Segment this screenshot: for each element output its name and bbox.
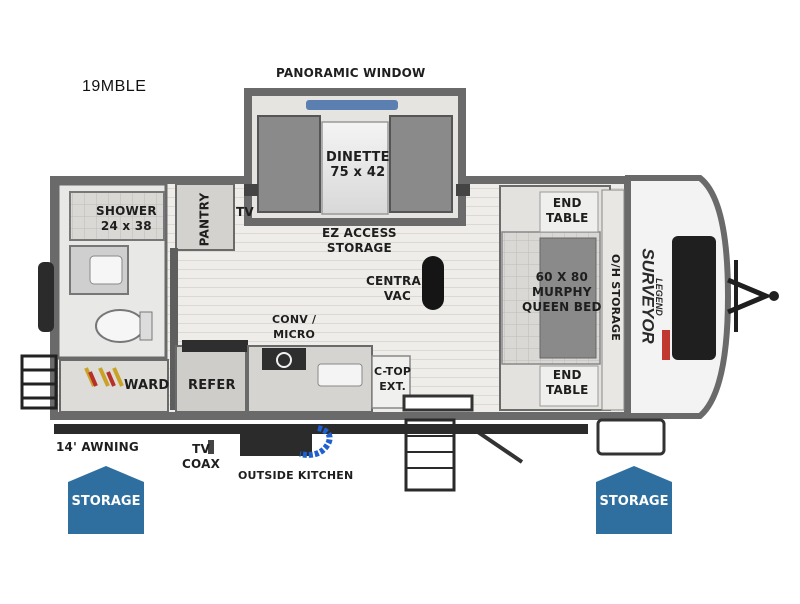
label-outside-kitchen: OUTSIDE KITCHEN	[238, 469, 354, 482]
panoramic-window-glass	[306, 100, 398, 110]
model-number: 19MBLE	[82, 78, 147, 95]
storage-badge-label: STORAGE	[599, 494, 669, 509]
outside-kitchen-hose	[299, 425, 333, 458]
dinette-bench-right	[389, 115, 453, 213]
galley-sink	[317, 363, 363, 387]
outside-kitchen-unit	[240, 434, 312, 456]
label-awning: 14' AWNING	[56, 440, 139, 454]
toilet	[95, 309, 145, 343]
label-pantry: PANTRY	[197, 192, 212, 247]
storage-badge-rear: STORAGE	[68, 466, 144, 534]
label-central-vac: CENTRAL VAC	[366, 274, 429, 303]
dinette-bench-left	[257, 115, 321, 213]
storage-badge-front: STORAGE	[596, 466, 672, 534]
label-ez-access-storage: EZ ACCESS STORAGE	[322, 226, 397, 255]
cooktop	[262, 348, 306, 370]
storage-badge-label: STORAGE	[71, 494, 141, 509]
footprint-icon	[422, 256, 444, 310]
pantry-cabinet	[175, 183, 235, 251]
end-table-bottom	[539, 365, 599, 407]
label-murphy-bed: 60 X 80 MURPHY QUEEN BED	[522, 270, 602, 314]
rear-ladder	[20, 354, 58, 410]
label-end-table-top: END TABLE	[546, 196, 589, 225]
label-panoramic-window: PANORAMIC WINDOW	[276, 66, 426, 80]
refrigerator	[175, 345, 247, 413]
label-tv-coax: TV COAX	[182, 442, 221, 471]
brand-legend: LEGEND	[653, 278, 664, 316]
end-table-top	[539, 191, 599, 233]
label-refer: REFER	[188, 378, 236, 393]
label-conv-micro: CONV / MICRO	[272, 313, 317, 341]
label-end-table-bottom: END TABLE	[546, 368, 589, 397]
label-tv: TV	[236, 205, 254, 219]
entry-door	[402, 394, 474, 412]
label-c-top-ext: C-TOP EXT.	[374, 365, 412, 393]
shower	[69, 191, 165, 241]
tongue-hitch	[727, 277, 773, 315]
label-ward: WARD	[124, 378, 170, 393]
label-oh-storage: O/H STORAGE	[608, 254, 622, 341]
dinette-table	[321, 121, 389, 215]
label-dinette: DINETTE 75 x 42	[326, 150, 390, 180]
overhead-storage	[601, 189, 625, 411]
label-shower: SHOWER 24 x 38	[96, 204, 157, 233]
